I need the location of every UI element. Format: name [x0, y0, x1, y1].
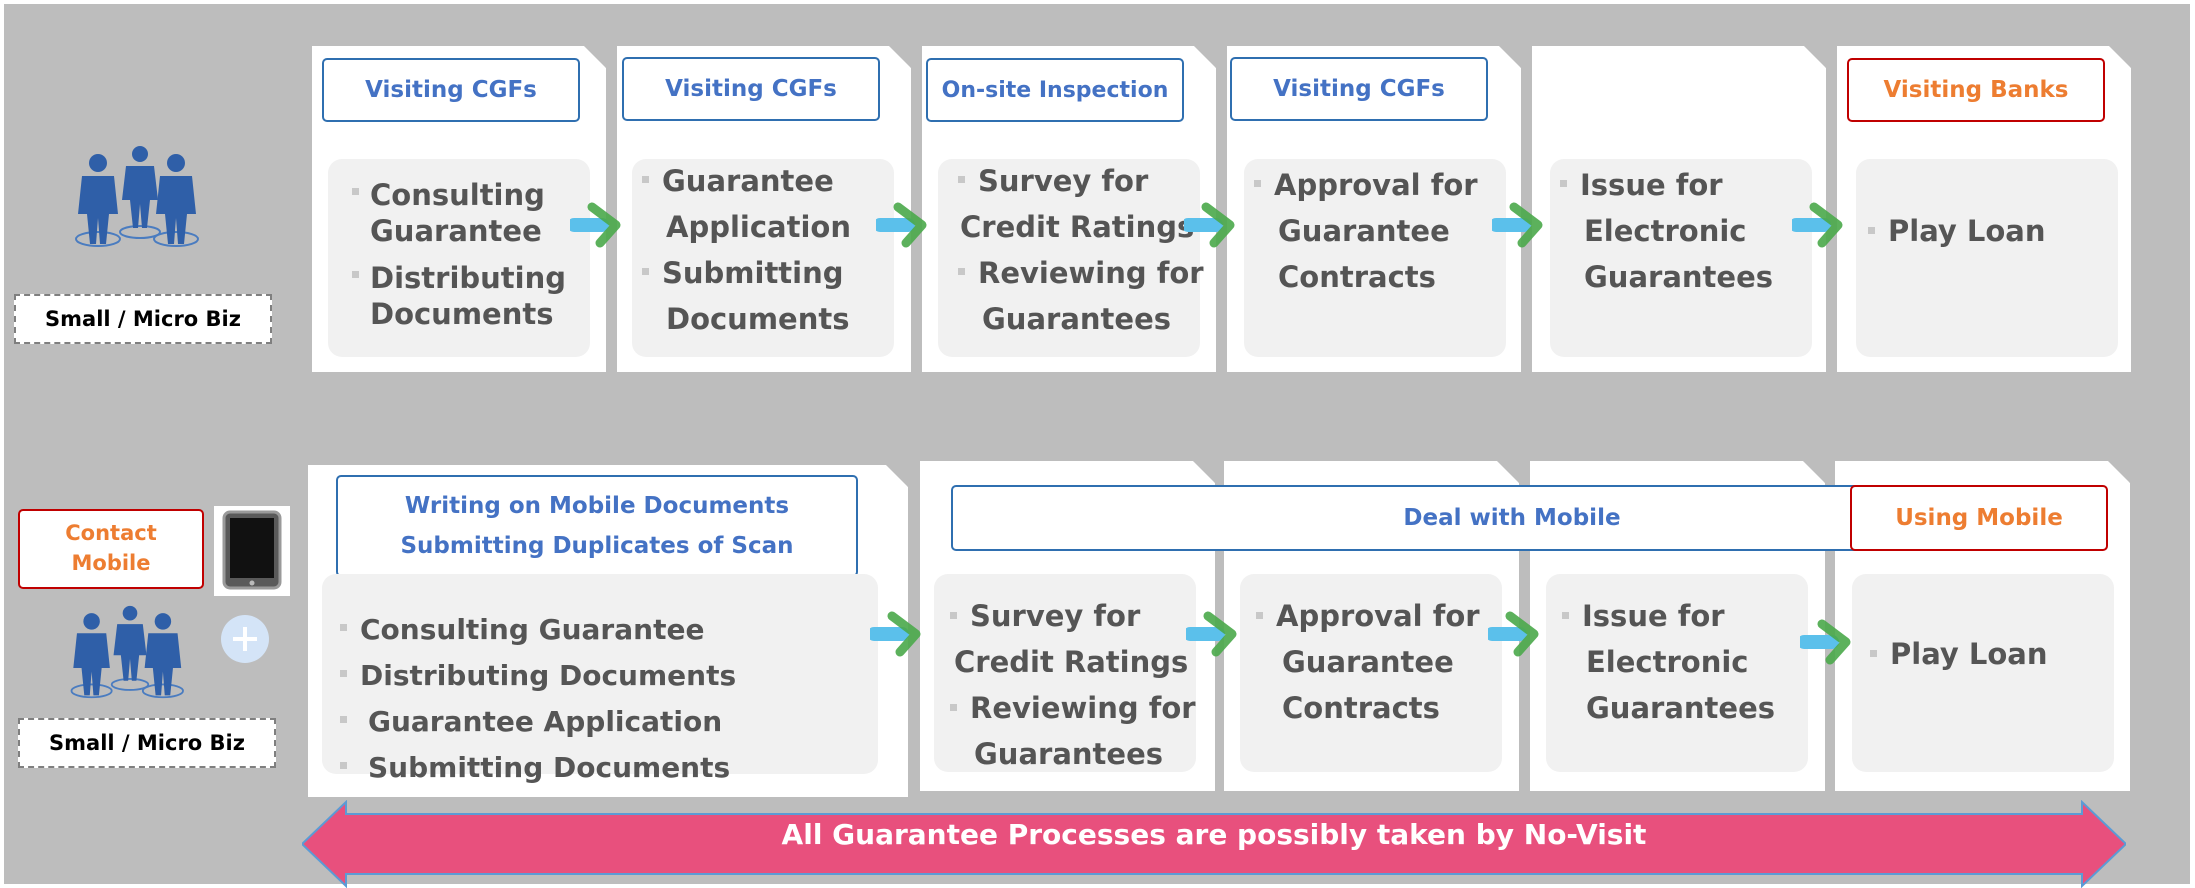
step-content-1: Consulting Guarantee Distributing Docume…	[328, 159, 590, 357]
step-text: Guarantee Application	[368, 705, 723, 738]
contact-mobile-box: Contact Mobile	[18, 509, 204, 589]
contact-label-line: Contact	[65, 521, 157, 545]
step-text: Submitting	[662, 256, 844, 290]
chevron-arrow-icon	[1488, 611, 1539, 657]
chevron-arrow-icon	[1184, 202, 1235, 248]
step-header-1: Visiting CGFs	[322, 58, 580, 122]
chevron-arrow-icon	[1492, 202, 1543, 248]
diagram-canvas: Small / Micro Biz Visiting CGFs Visiting…	[4, 4, 2190, 884]
step-content-mobile-2: Survey for Credit Ratings Reviewing for …	[934, 574, 1196, 772]
step-content-5: Issue for Electronic Guarantees	[1550, 159, 1812, 357]
people-group-icon	[75, 146, 199, 247]
step-header-2: Visiting CGFs	[622, 57, 880, 121]
step-content-mobile-3: Approval for Guarantee Contracts	[1240, 574, 1502, 772]
step-text: Guarantee	[662, 164, 834, 198]
step-text: Survey for	[978, 164, 1149, 198]
no-visit-banner-arrow	[302, 800, 2126, 888]
step-content-4: Approval for Guarantee Contracts	[1244, 159, 1506, 357]
step-text: Consulting	[370, 178, 545, 212]
step-header-4: Visiting CGFs	[1230, 57, 1488, 121]
step-text: Issue for	[1580, 168, 1723, 202]
step-text: Contracts	[1278, 260, 1436, 294]
people-group-icon	[70, 605, 184, 699]
step-text: Survey for	[970, 599, 1141, 633]
step-text: Documents	[666, 302, 850, 336]
step-text: Submitting Documents	[368, 751, 731, 784]
actor-label: Small / Micro Biz	[18, 718, 276, 768]
step-text: Reviewing for	[970, 691, 1196, 725]
step-text: Play Loan	[1888, 214, 2046, 248]
step-text: Issue for	[1582, 599, 1725, 633]
contact-label-line: Mobile	[71, 551, 151, 575]
step-text: Guarantee	[370, 214, 542, 248]
step-content-mobile-4: Issue for Electronic Guarantees	[1546, 574, 1808, 772]
step-text: Electronic	[1586, 645, 1749, 679]
step-text: Guarantees	[982, 302, 1171, 336]
step-text: Credit Ratings	[960, 210, 1195, 244]
chevron-arrow-icon	[570, 202, 621, 248]
step-text: Reviewing for	[978, 256, 1204, 290]
step-header-6: Visiting Banks	[1847, 58, 2105, 122]
step-header-3: On-site Inspection	[926, 58, 1184, 122]
step-content-mobile-5: Play Loan	[1852, 574, 2114, 772]
plus-icon	[221, 615, 269, 663]
step-text: Guarantees	[974, 737, 1163, 771]
step-content-2: Guarantee Application Submitting Documen…	[632, 159, 894, 357]
chevron-arrow-icon	[870, 611, 921, 657]
step-text: Distributing	[370, 261, 566, 295]
chevron-arrow-icon	[876, 202, 927, 248]
step-text: Guarantee	[1282, 645, 1454, 679]
chevron-arrow-icon	[1800, 619, 1851, 665]
step-text: Contracts	[1282, 691, 1440, 725]
step-text: Guarantees	[1584, 260, 1773, 294]
mobile-documents-header: Writing on Mobile Documents Submitting D…	[336, 475, 858, 577]
tablet-icon	[214, 506, 290, 596]
step-text: Guarantee	[1278, 214, 1450, 248]
step-text: Documents	[370, 297, 554, 331]
step-text: Approval for	[1274, 168, 1478, 202]
step-text: Credit Ratings	[954, 645, 1189, 679]
step-text: Guarantees	[1586, 691, 1775, 725]
step-content-6: Play Loan	[1856, 159, 2118, 357]
header-line: Writing on Mobile Documents	[404, 493, 790, 519]
actor-label: Small / Micro Biz	[14, 294, 272, 344]
step-text: Approval for	[1276, 599, 1480, 633]
step-text: Consulting Guarantee	[360, 613, 705, 646]
using-mobile-header: Using Mobile	[1850, 485, 2108, 551]
step-content-3: Survey for Credit Ratings Reviewing for …	[938, 159, 1204, 357]
step-text: Application	[666, 210, 851, 244]
step-content-mobile-1: Consulting Guarantee Distributing Docume…	[322, 574, 878, 784]
chevron-arrow-icon	[1792, 202, 1843, 248]
chevron-arrow-icon	[1186, 611, 1237, 657]
step-text: Distributing Documents	[360, 659, 737, 692]
header-line: Submitting Duplicates of Scan	[400, 533, 794, 559]
step-text: Electronic	[1584, 214, 1747, 248]
step-text: Play Loan	[1890, 637, 2048, 671]
no-visit-banner-text: All Guarantee Processes are possibly tak…	[781, 818, 1647, 851]
